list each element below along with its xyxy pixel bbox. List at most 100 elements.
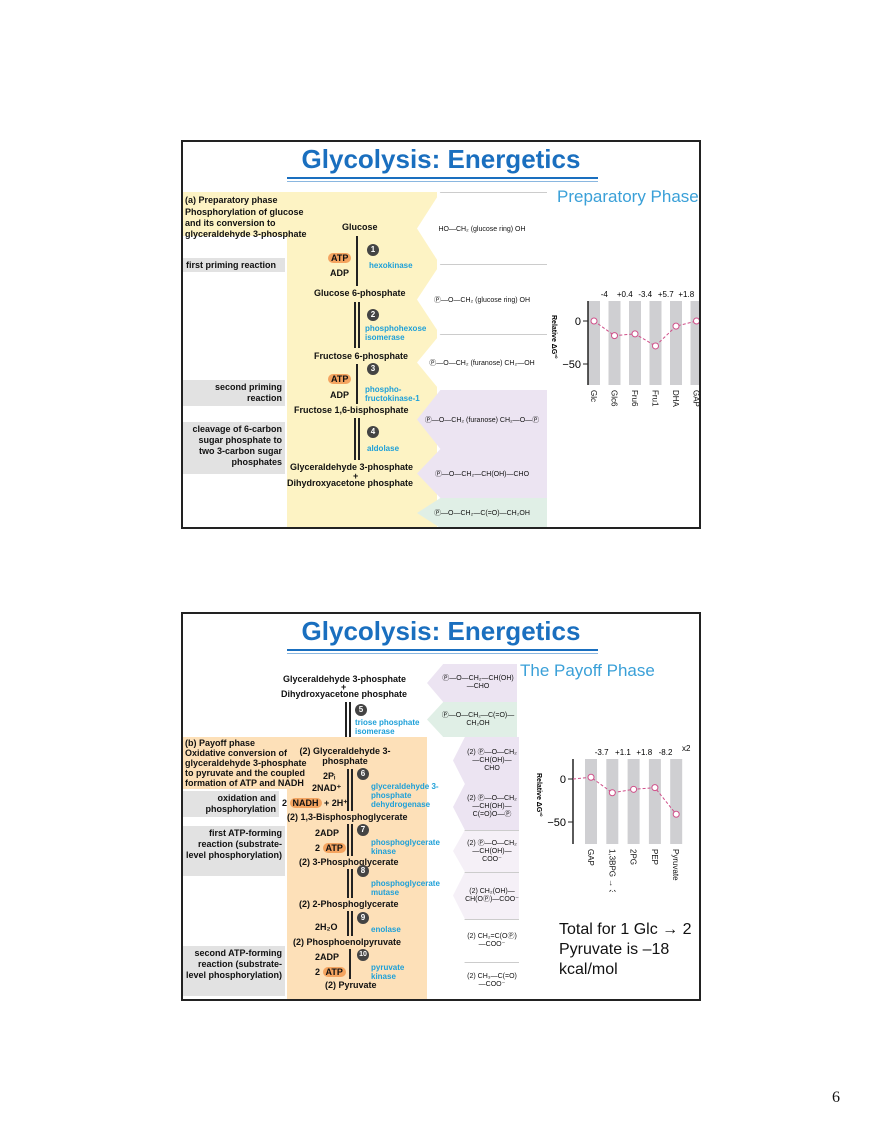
- slide-payoff-phase: Glycolysis: Energetics The Payoff Phase …: [181, 612, 701, 1001]
- atp-badge: ATP: [322, 967, 346, 977]
- delta-g-label: +1.8: [636, 748, 652, 757]
- label-cleavage: cleavage of 6-carbon sugar phosphate to …: [183, 422, 285, 474]
- reaction-arrow: [356, 364, 358, 404]
- delta-g-label: -3.4: [638, 290, 652, 299]
- bar-column: [627, 759, 640, 844]
- structure-gap: Ⓟ—O—CH₂—CH(OH)—CHO: [427, 664, 517, 702]
- reaction-arrow: [358, 302, 360, 348]
- pathway-panel: [287, 192, 437, 527]
- bar-column: [585, 759, 597, 844]
- step-number: 8: [357, 865, 369, 877]
- structure-2-gap: (2) Ⓟ—O—CH₂—CH(OH)—CHO: [453, 737, 519, 784]
- atp-count: 2: [315, 843, 321, 853]
- reaction-arrow: [345, 702, 347, 746]
- step-bisphosphoglycerate: (2) 1,3-Bisphosphoglycerate: [287, 812, 408, 822]
- step-number: 7: [357, 824, 369, 836]
- step-pyruvate: (2) Pyruvate: [325, 980, 377, 990]
- reaction-arrow: [351, 769, 353, 811]
- series-line: [593, 320, 697, 347]
- slide-title: Glycolysis: Energetics: [301, 144, 581, 174]
- reaction-arrow: [347, 769, 349, 811]
- atp-label: 2 ATP: [315, 967, 346, 977]
- phase-description: Oxidative conversion of glyceraldehyde 3…: [185, 748, 307, 788]
- reaction-arrow: [351, 824, 353, 856]
- bar-column: [588, 301, 600, 385]
- step-number: 10: [357, 949, 369, 961]
- delta-g-label: +1.1: [615, 748, 631, 757]
- atp-badge: ATP: [328, 374, 352, 384]
- structure-phosphoenolpyruvate: (2) CH₂=C(OⓅ)—COO⁻: [453, 919, 519, 962]
- y-axis-label: Relative ΔG'°: [535, 773, 543, 817]
- bar-column: [608, 301, 621, 385]
- structure-dhap: Ⓟ—O—CH₂—C(=O)—CH₂OH: [427, 702, 517, 737]
- step-glucose: Glucose: [342, 222, 378, 232]
- category-label: PEP: [650, 849, 659, 865]
- enzyme-gapdh: glyceraldehyde 3-phosphate dehydrogenase: [371, 782, 439, 809]
- reaction-arrow: [347, 824, 349, 856]
- data-point: [590, 317, 598, 325]
- bar-column: [690, 301, 699, 385]
- structure-3-phosphoglycerate: (2) Ⓟ—O—CH₂—CH(OH)—COO⁻: [453, 830, 519, 872]
- category-label: Glc6P: [610, 390, 619, 407]
- water-label: 2H₂O: [315, 922, 338, 932]
- data-point: [672, 322, 680, 330]
- step-dhap: Dihydroxyacetone phosphate: [281, 689, 408, 699]
- bar-column: [606, 759, 619, 844]
- nad-label: 2NAD⁺: [312, 783, 342, 793]
- pi-label: 2Pᵢ: [323, 771, 336, 781]
- reaction-arrow: [356, 236, 358, 286]
- delta-g-label: -8.2: [659, 748, 673, 757]
- label-second-atp: second ATP-forming reaction (substrate-l…: [183, 946, 285, 996]
- reaction-arrow: [358, 418, 360, 460]
- step-3-phosphoglycerate: (2) 3-Phosphoglycerate: [299, 857, 399, 867]
- reaction-arrow: [347, 911, 349, 936]
- phase-description: Phosphorylation of glucose and its conve…: [185, 207, 307, 239]
- bar-column: [670, 301, 682, 385]
- category-label: GAP: [586, 849, 595, 866]
- enzyme-hexokinase: hexokinase: [369, 261, 413, 270]
- step-2-gap: (2) Glyceraldehyde 3-phosphate: [299, 746, 391, 766]
- adp-label: ADP: [330, 390, 350, 400]
- reaction-arrow: [349, 702, 351, 746]
- category-label: 2PG: [629, 849, 638, 865]
- reaction-arrow: [349, 949, 351, 979]
- reaction-arrow: [354, 302, 356, 348]
- step-number: 5: [355, 704, 367, 716]
- category-label: Pyruvate: [671, 849, 680, 881]
- slide-subtitle: Preparatory Phase: [557, 187, 699, 206]
- delta-g-label: -4: [601, 290, 609, 299]
- step-2-phosphoglycerate: (2) 2-Phosphoglycerate: [299, 899, 399, 909]
- adp-label: 2ADP: [315, 952, 340, 962]
- structure-fructose-bisphosphate: Ⓟ—O—CH₂ (furanose) CH₂—O—Ⓟ: [417, 390, 547, 449]
- title-underline: [287, 653, 598, 654]
- structure-fructose-6-phosphate: Ⓟ—O—CH₂ (furanose) CH₂—OH: [417, 334, 547, 391]
- step-gap: Glyceraldehyde 3-phosphate: [283, 674, 407, 684]
- enzyme-phosphoglycerate-kinase: phosphoglycerate kinase: [371, 838, 440, 856]
- header-panel: [183, 737, 287, 789]
- enzyme-phosphofructokinase: phospho-fructokinase-1: [365, 385, 420, 403]
- phase-header: (a) Preparatory phase: [185, 195, 278, 205]
- data-point: [693, 317, 699, 325]
- y-tick-label: 0: [575, 316, 581, 328]
- step-number: 6: [357, 768, 369, 780]
- step-number: 4: [367, 426, 379, 438]
- step-phosphoenolpyruvate: (2) Phosphoenolpyruvate: [293, 937, 402, 947]
- data-point: [630, 785, 638, 793]
- slide-title: Glycolysis: Energetics: [301, 616, 581, 646]
- slide-preparatory-phase: Glycolysis: Energetics Preparatory Phase…: [181, 140, 701, 529]
- nadh-count: 2: [282, 798, 288, 808]
- reaction-arrow: [351, 869, 353, 898]
- title-underline: [287, 177, 598, 179]
- label-first-atp: first ATP-forming reaction (substrate-le…: [183, 826, 285, 876]
- delta-g-label: +1.8: [678, 290, 694, 299]
- data-point: [651, 784, 659, 792]
- multiplier-label: x2: [682, 744, 691, 753]
- step-glucose-6-phosphate: Glucose 6-phosphate: [314, 288, 406, 298]
- structure-dhap: Ⓟ—O—CH₂—C(=O)—CH₂OH: [417, 498, 547, 527]
- structure-gap: Ⓟ—O—CH₂—CH(OH)—CHO: [417, 449, 547, 498]
- y-tick-label: 0: [560, 774, 566, 786]
- structure-pyruvate: (2) CH₃—C(=O)—COO⁻: [453, 962, 519, 999]
- plus-sign: +: [341, 682, 347, 692]
- plus-sign: +: [353, 471, 359, 481]
